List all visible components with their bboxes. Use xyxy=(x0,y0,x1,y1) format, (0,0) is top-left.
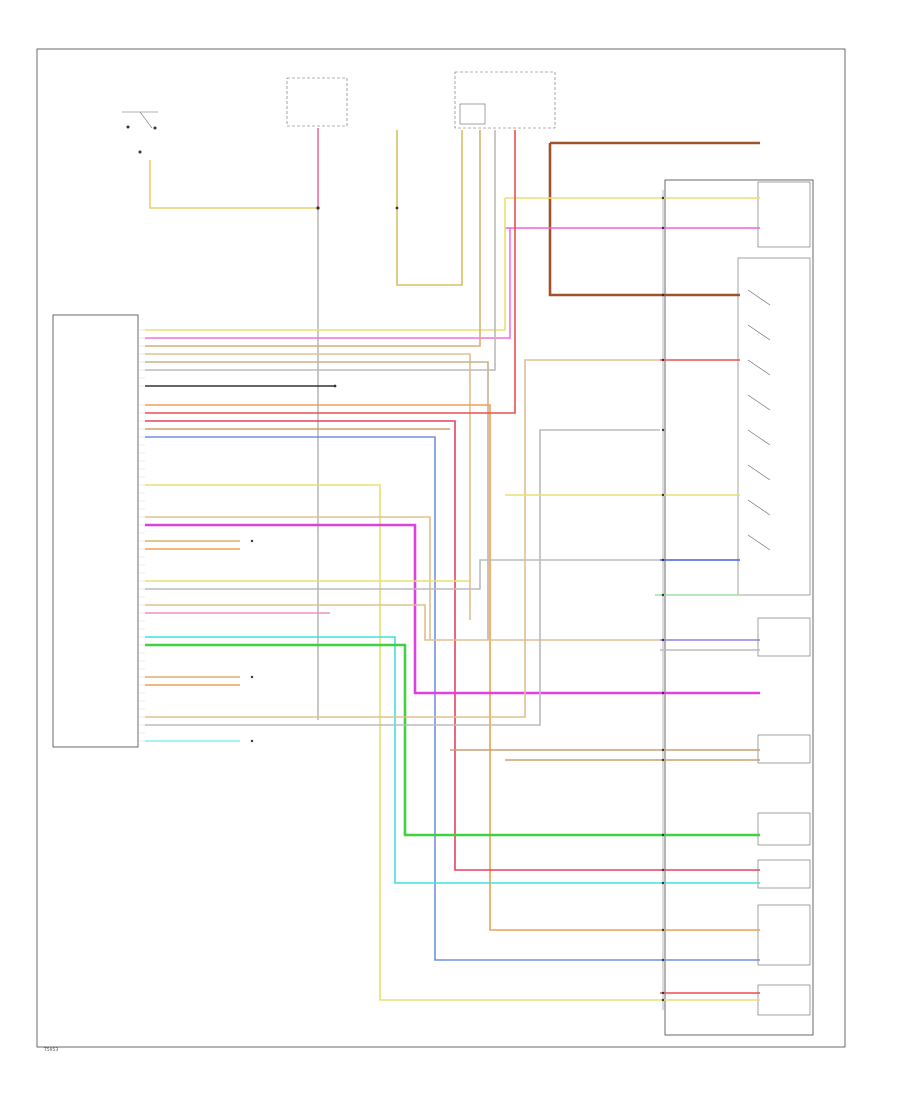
wire-brown-left xyxy=(548,143,740,297)
wire-red-tcm10 xyxy=(145,420,660,871)
ignition-switch xyxy=(122,111,158,154)
solenoid-box-1 xyxy=(757,617,811,657)
wire-yellow-ignition xyxy=(149,160,318,209)
transmission-box xyxy=(664,179,814,1036)
wire-gray-tcm19 xyxy=(145,559,660,590)
tcm-module-box xyxy=(52,314,139,748)
wire-blue-tcm12 xyxy=(145,436,660,961)
wire-pink-tcm2 xyxy=(145,228,511,339)
solenoid-box-4 xyxy=(757,859,811,889)
tcm-pin-rows xyxy=(138,329,145,742)
sensor-box-6 xyxy=(757,984,811,1016)
wire-gray-tcm27 xyxy=(145,429,660,726)
splice-dots xyxy=(250,196,665,1002)
wire-tan-tcm5 xyxy=(145,361,489,640)
wire-red-tcm9 xyxy=(145,130,516,414)
diagram-border xyxy=(36,48,846,1048)
wire-tan-tcm4 xyxy=(145,353,471,620)
wire-green-tcm23 xyxy=(145,643,660,837)
fuse-element xyxy=(459,103,486,125)
wire-yellow-loop xyxy=(396,130,463,286)
wire-tan-tcm26 xyxy=(145,359,660,718)
underhood-fuse-box xyxy=(454,71,556,129)
sensor-box-5 xyxy=(757,904,811,966)
wire-tan-tcm3 xyxy=(145,130,481,347)
wire-cyan-tcm22 xyxy=(145,636,660,884)
range-switch-contacts xyxy=(747,289,771,551)
connector-1 xyxy=(757,181,811,248)
footer-code: T5953 xyxy=(43,1047,58,1053)
wire-tan-tcm14 xyxy=(145,516,431,640)
wire-yellow-tcm13 xyxy=(145,484,660,1001)
range-sensor-box xyxy=(737,257,811,596)
solenoid-box-2 xyxy=(757,734,811,764)
wire-magenta-tcm15 xyxy=(145,523,660,695)
wire-orange-tcm8 xyxy=(145,404,660,931)
fuse-block-top xyxy=(286,77,348,127)
wire-gray-tcm6 xyxy=(145,130,496,371)
wire-yellow-tcm1 xyxy=(145,198,506,331)
wire-tan-tcm20 xyxy=(145,604,660,641)
solenoid-box-3 xyxy=(757,812,811,846)
